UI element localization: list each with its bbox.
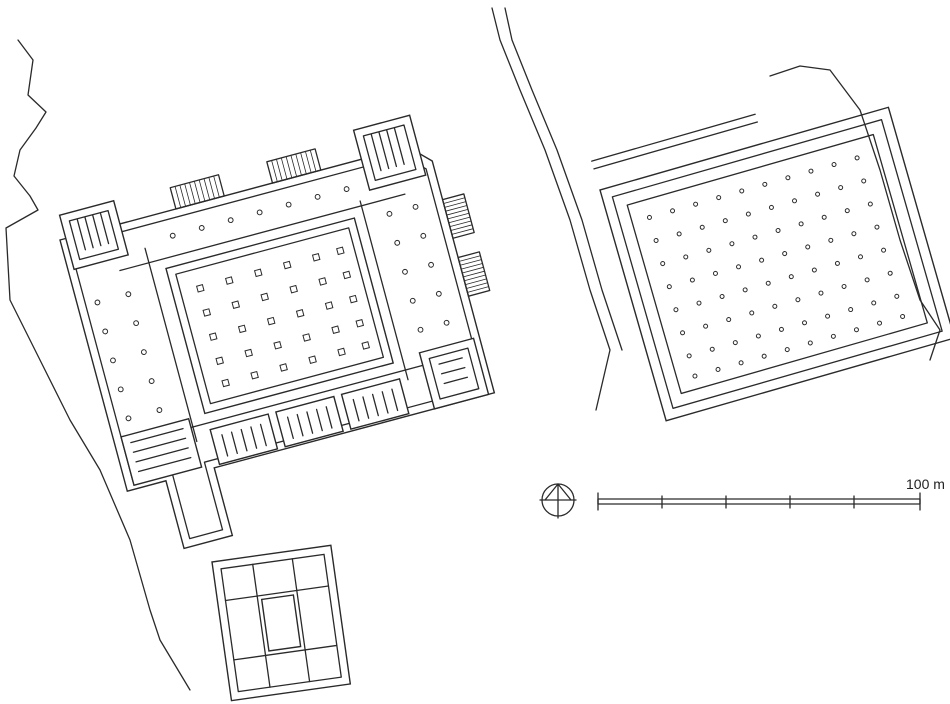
- room-block-ne: [352, 114, 427, 192]
- central-hall-wall: [165, 217, 395, 415]
- main-palace-plan: [58, 114, 496, 550]
- right-outer-wall: [599, 106, 950, 422]
- terrain-boundary: [5, 39, 191, 691]
- room-block-nw: [58, 199, 130, 271]
- stairways: [169, 148, 491, 297]
- hall-columns-grid: [646, 155, 906, 379]
- room-block-sw: [120, 417, 203, 487]
- north-arrow-icon: [539, 483, 577, 519]
- room-block-se: [418, 337, 490, 410]
- scale-bar-label: 100 m: [906, 476, 945, 492]
- scale-bar: [597, 492, 921, 511]
- south-annex-plan: [211, 544, 352, 702]
- room-row-south: [209, 378, 410, 466]
- hall-columns: [196, 246, 371, 388]
- portico-columns: [94, 186, 450, 422]
- right-hall-plan: [591, 106, 950, 422]
- fortification-wall: [491, 7, 611, 411]
